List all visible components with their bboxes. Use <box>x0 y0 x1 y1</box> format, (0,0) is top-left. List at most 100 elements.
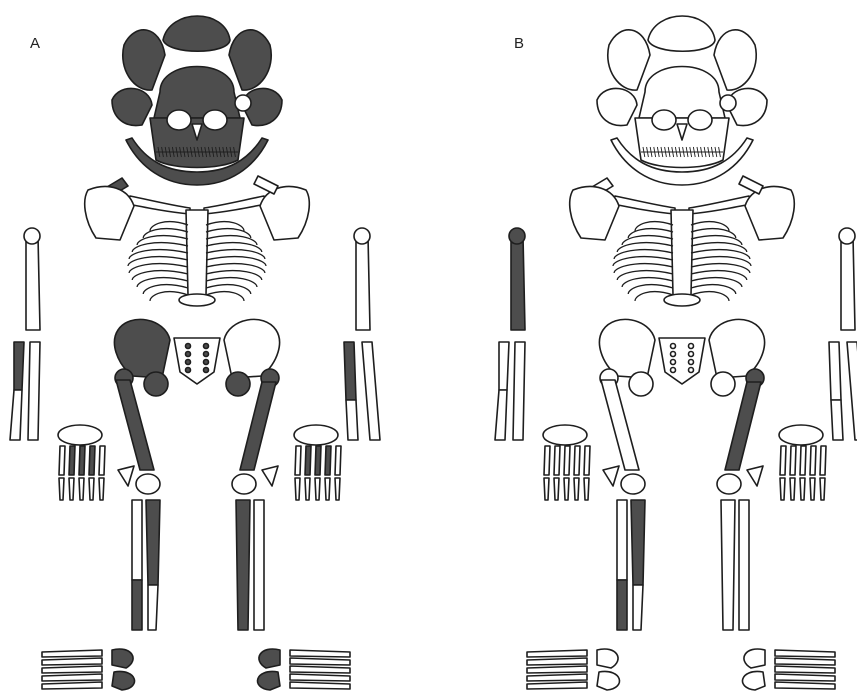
phalanx <box>295 478 300 500</box>
skull-orbit-right <box>203 110 227 130</box>
phalanx <box>780 478 785 500</box>
radius-right-distal <box>831 400 843 440</box>
phalanx <box>59 478 64 500</box>
sacral-foramen <box>186 352 191 357</box>
hand-left <box>58 425 105 500</box>
phalanx <box>89 478 94 500</box>
skull-vault <box>154 67 240 119</box>
skull-parietal-right <box>714 30 756 90</box>
rib-left <box>129 250 188 259</box>
phalanx <box>820 478 825 500</box>
tibia-left-shaded <box>631 500 645 585</box>
phalanx <box>315 478 320 500</box>
ulna-left <box>28 342 40 440</box>
metacarpal <box>295 446 301 475</box>
patella-left <box>118 466 134 486</box>
humerus-left <box>511 236 525 330</box>
metacarpal <box>810 446 816 475</box>
sacral-foramen <box>186 368 191 373</box>
tibia-right <box>721 500 735 630</box>
patella-right <box>747 466 763 486</box>
metatarsal <box>42 666 102 673</box>
phalanx <box>790 478 795 500</box>
rib-left <box>132 243 188 252</box>
phalanx <box>335 478 340 500</box>
skull-frontal-bone <box>648 16 715 51</box>
metacarpal <box>69 446 75 475</box>
skull-temporal-left <box>112 88 152 125</box>
metacarpal <box>780 446 786 475</box>
calcaneus <box>597 671 619 690</box>
clavicle-left <box>128 196 190 214</box>
phalanx <box>810 478 815 500</box>
shoulder-epiphysis-right <box>739 176 763 194</box>
ischium-left <box>629 372 653 396</box>
fibula-right <box>739 500 749 630</box>
radius-left-shaded <box>499 342 509 390</box>
phalanx <box>584 478 589 500</box>
clavicle-right <box>689 196 751 214</box>
skull-temporal-left <box>597 88 637 125</box>
skull-petrous <box>720 95 736 111</box>
sacral-foramen <box>204 368 209 373</box>
humerus-right <box>841 236 855 330</box>
skull-parietal-left <box>608 30 650 90</box>
metacarpal <box>574 446 580 475</box>
panel-label-a: A <box>30 35 40 52</box>
metacarpal <box>584 446 590 475</box>
metacarpal <box>800 446 806 475</box>
phalanx <box>69 478 74 500</box>
foot-left <box>527 649 619 690</box>
sacral-foramen <box>204 360 209 365</box>
scapula-right <box>260 187 309 240</box>
humerus-right <box>356 236 370 330</box>
femur-distal-right <box>232 474 256 494</box>
calcaneus <box>743 671 765 690</box>
talus <box>259 649 280 668</box>
femur-distal-left <box>136 474 160 494</box>
ulna-right <box>847 342 857 440</box>
skull-frontal-bone <box>163 16 230 51</box>
calcaneus <box>258 671 280 690</box>
metacarpal <box>99 446 105 475</box>
sternum <box>671 210 693 295</box>
humerus-head-right <box>839 228 855 244</box>
tibia-left-distal <box>148 585 158 630</box>
clavicle-left <box>613 196 675 214</box>
metatarsal <box>527 658 587 665</box>
sacral-foramen <box>689 352 694 357</box>
metatarsal <box>775 666 835 673</box>
fibula-right <box>254 500 264 630</box>
rib-right <box>206 250 265 259</box>
sacral-foramen <box>689 344 694 349</box>
ulna-right <box>362 342 380 440</box>
femur-right <box>725 382 761 470</box>
skull-petrous <box>235 95 251 111</box>
ischium-left <box>144 372 168 396</box>
femur-right <box>240 382 276 470</box>
skull-orbit-left <box>167 110 191 130</box>
fibula-left-upper <box>132 500 142 580</box>
metatarsal <box>527 682 587 689</box>
radius-right-distal <box>346 400 358 440</box>
metatarsal <box>290 658 350 665</box>
metatarsal <box>42 682 102 689</box>
metatarsal <box>527 674 587 681</box>
metacarpal <box>305 446 311 475</box>
sacral-foramen <box>671 368 676 373</box>
metacarpal <box>554 446 560 475</box>
phalanx <box>325 478 330 500</box>
tibia-left-distal <box>633 585 643 630</box>
rib-right <box>691 236 742 245</box>
radius-left-distal <box>495 390 507 440</box>
ischium-right <box>711 372 735 396</box>
metatarsal <box>290 650 350 657</box>
fibula-left-shaded <box>132 580 142 630</box>
rib-cage <box>128 210 266 306</box>
sacral-foramen <box>204 352 209 357</box>
tibia-right <box>236 500 250 630</box>
radius-left-shaded <box>14 342 24 390</box>
metatarsal <box>775 682 835 689</box>
scapula-left <box>85 187 134 240</box>
